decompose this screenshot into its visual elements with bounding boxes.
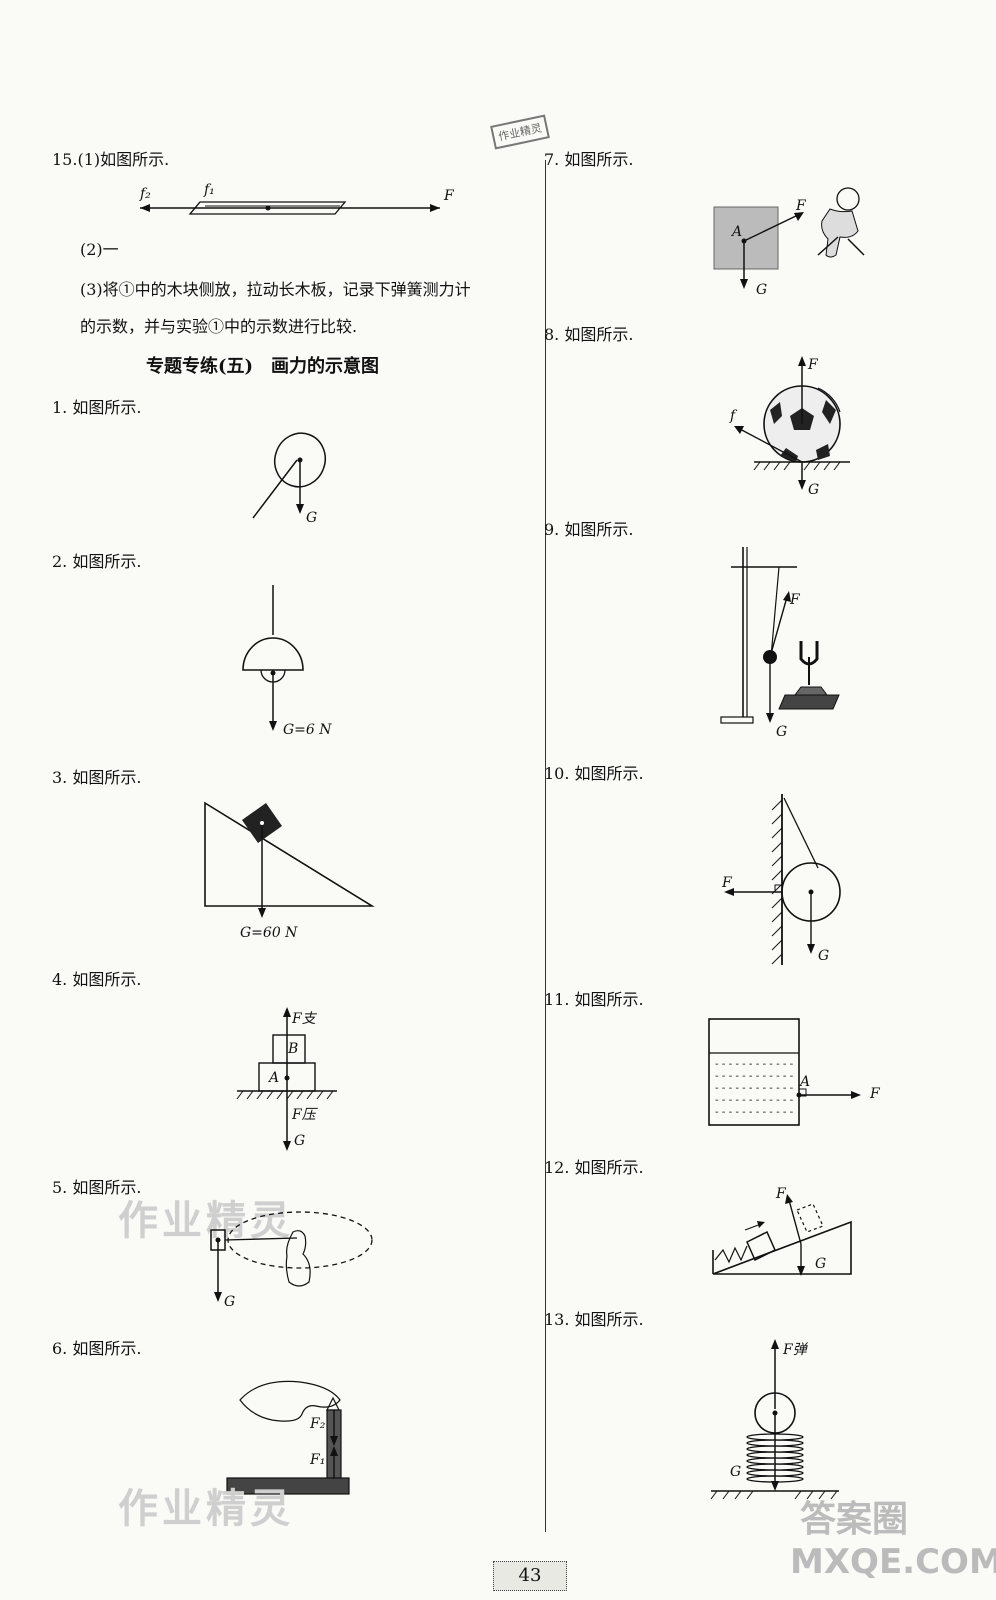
item4-label-B: B (288, 1041, 299, 1057)
svg-text:- - - - - - - - - - - -: - - - - - - - - - - - - (715, 1095, 794, 1106)
item8-figure (734, 356, 850, 490)
item6-figure (226, 1380, 350, 1495)
item11-number: 11. 如图所示. (544, 990, 644, 1009)
item13-label-Ftan: F弹 (783, 1342, 807, 1358)
item4-number: 4. 如图所示. (52, 970, 142, 989)
item10-figure (724, 794, 841, 965)
item4-figure (236, 1007, 337, 1151)
item1-number: 1. 如图所示. (52, 398, 142, 417)
item7-number: 7. 如图所示. (544, 150, 634, 169)
item9-figure (720, 547, 840, 724)
item4-label-G: G (294, 1133, 306, 1149)
svg-text:- - - - - - - - - - - -: - - - - - - - - - - - - (715, 1107, 794, 1118)
logo-watermark: 答案圈 (800, 1499, 909, 1540)
item8-number: 8. 如图所示. (544, 325, 634, 344)
stamp-watermark: 作业精灵 (490, 114, 550, 150)
q15-part1: 15.(1)如图所示. (52, 150, 170, 169)
item2-number: 2. 如图所示. (52, 552, 142, 571)
watermark-left-2: 作业精灵 (118, 1485, 294, 1532)
section-title: 专题专练(五) 画力的示意图 (146, 356, 380, 377)
item9-label-F: F (790, 592, 800, 608)
q15-part2: (2)一 (80, 240, 119, 259)
column-divider (545, 160, 546, 1532)
item5-label-G: G (224, 1294, 236, 1310)
item3-number: 3. 如图所示. (52, 768, 142, 787)
item2-figure (242, 585, 304, 731)
item11-figure: - - - - - - - - - - - - - - - - - - - - … (708, 1018, 861, 1126)
svg-text:- - - - - - - - - - - -: - - - - - - - - - - - - (715, 1059, 794, 1070)
q15-part3-line2: 的示数，并与实验①中的示数进行比较. (80, 317, 358, 336)
item5-number: 5. 如图所示. (52, 1178, 142, 1197)
page-number: 43 (493, 1561, 567, 1591)
item9-label-G: G (776, 724, 788, 740)
svg-text:- - - - - - - - - - - -: - - - - - - - - - - - - (715, 1071, 794, 1082)
item6-number: 6. 如图所示. (52, 1339, 142, 1358)
item13-label-G: G (730, 1464, 742, 1480)
item3-label-G: G=60 N (240, 925, 298, 941)
item12-label-G: G (815, 1256, 827, 1272)
item8-label-F: F (808, 357, 818, 373)
q15-label-f1: f₁ (204, 182, 215, 198)
q15-part3-line1: (3)将①中的木块侧放，拉动长木板，记录下弹簧测力计 (80, 280, 471, 299)
url-watermark: MXQE.COM (790, 1542, 996, 1582)
item9-number: 9. 如图所示. (544, 520, 634, 539)
item7-label-G: G (756, 282, 768, 298)
q15-label-f2: f₂ (140, 186, 151, 202)
item8-label-G: G (808, 482, 820, 498)
item4-label-Fya: F压 (292, 1107, 316, 1123)
item13-figure (710, 1339, 839, 1500)
item7-figure (713, 187, 865, 289)
item1-figure (252, 432, 326, 519)
item10-label-G: G (818, 948, 830, 964)
watermark-left-1: 作业精灵 (118, 1197, 294, 1244)
item5-figure (210, 1211, 373, 1302)
item4-label-A: A (269, 1070, 280, 1086)
svg-text:- - - - - - - - - - - -: - - - - - - - - - - - - (715, 1083, 794, 1094)
item12-number: 12. 如图所示. (544, 1158, 644, 1177)
item11-label-F: F (870, 1086, 880, 1102)
item3-figure (204, 801, 375, 918)
item13-number: 13. 如图所示. (544, 1310, 644, 1329)
item12-label-F: F (776, 1186, 786, 1202)
item10-label-F: F (722, 875, 732, 891)
item8-label-f: f (730, 408, 736, 424)
item4-label-Fzhi: F支 (292, 1011, 316, 1027)
item12-figure (712, 1194, 852, 1276)
item2-label-G: G=6 N (283, 722, 332, 738)
item10-number: 10. 如图所示. (544, 764, 644, 783)
item6-label-F1: F₁ (310, 1452, 326, 1468)
item7-label-A: A (732, 224, 743, 240)
q15-figure (140, 201, 440, 215)
item11-label-A: A (800, 1074, 811, 1090)
q15-label-F: F (444, 188, 454, 204)
item6-label-F2: F₂ (310, 1416, 326, 1432)
item7-label-F: F (796, 198, 806, 214)
item1-label-G: G (306, 510, 318, 526)
